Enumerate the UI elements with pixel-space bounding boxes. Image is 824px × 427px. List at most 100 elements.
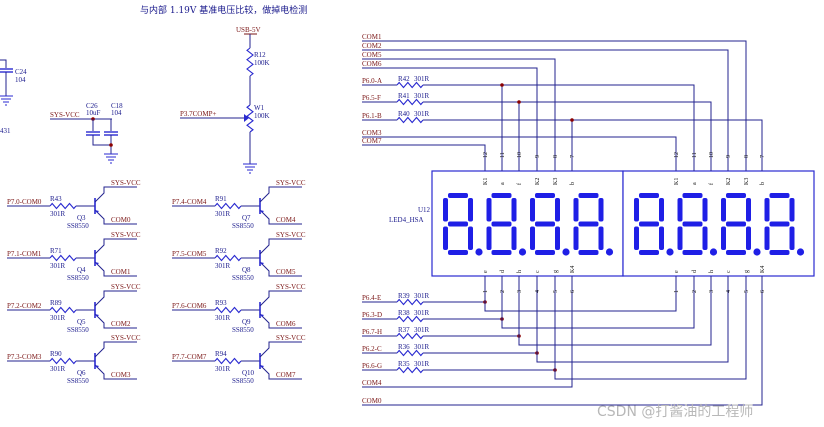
bottom-pin-number: 4 <box>726 290 732 293</box>
junction-dot <box>517 100 521 104</box>
seven-segment <box>639 193 659 198</box>
top-pin-name: f <box>708 183 715 185</box>
driver-output-label: COM3 <box>111 371 131 379</box>
driver-vcc-label: SYS-VCC <box>276 283 306 291</box>
net-resistor-value: 301R <box>414 92 430 100</box>
net-resistor <box>396 98 424 106</box>
driver-resistor-value: 301R <box>215 262 231 270</box>
driver-resistor <box>214 202 242 210</box>
top-pin-name: K2 <box>726 178 732 185</box>
seven-segment <box>535 193 555 198</box>
bottom-pin-number: 5 <box>744 290 750 293</box>
junction-dot <box>570 118 574 122</box>
seven-segment <box>535 250 555 255</box>
net-label: P6.3-D <box>362 311 382 319</box>
supply-net-label: USB-5V <box>236 26 261 34</box>
bottom-pin-number: 2 <box>500 290 506 293</box>
wire <box>501 296 695 329</box>
wire <box>362 296 573 388</box>
seven-segment <box>491 250 512 255</box>
seven-segment <box>486 198 492 222</box>
driver-output-label: COM6 <box>276 320 296 328</box>
driver-resistor-ref: R90 <box>50 350 62 358</box>
wire <box>0 59 7 68</box>
driver-resistor <box>49 202 77 210</box>
driver-resistor-ref: R94 <box>215 350 227 358</box>
driver-resistor-value: 301R <box>215 365 231 373</box>
wire <box>362 58 556 146</box>
driver-resistor-value: 301R <box>215 314 231 322</box>
top-pin-name: f <box>516 183 523 185</box>
bottom-pin-number: 2 <box>692 290 698 293</box>
decimal-point <box>753 248 761 256</box>
seven-segment <box>491 221 512 227</box>
net-resistor-ref: R41 <box>398 92 410 100</box>
net-label: COM1 <box>362 33 382 41</box>
net-resistor-value: 301R <box>414 326 430 334</box>
seven-segment <box>578 250 599 255</box>
emitter-wire <box>259 209 302 225</box>
transistor-ref: Q10 <box>242 369 255 377</box>
w1-ref: W1 <box>254 104 265 112</box>
top-pin-number: 11 <box>500 152 506 158</box>
seven-segment <box>659 198 664 222</box>
seven-segment <box>530 198 535 222</box>
top-pin-number: 8 <box>553 155 559 158</box>
seven-segment <box>578 221 599 227</box>
seven-segment <box>573 226 579 250</box>
driver-resistor <box>49 306 77 314</box>
transistor-ref: Q9 <box>242 318 251 326</box>
transistor-part: SS8550 <box>232 326 254 334</box>
seven-segment <box>677 198 683 222</box>
net-resistor-value: 301R <box>414 110 430 118</box>
seven-segment <box>721 226 726 250</box>
seven-segment <box>634 198 639 222</box>
driver-resistor <box>49 357 77 365</box>
w1-potentiometer <box>246 104 254 133</box>
bottom-pin-name: e <box>674 270 680 273</box>
seven-segment <box>573 198 579 222</box>
r12-ref: R12 <box>254 51 266 59</box>
seven-segment <box>764 226 770 250</box>
bottom-pin-name: h <box>517 270 523 273</box>
seven-segment <box>682 193 703 198</box>
transistor-ref: Q8 <box>242 266 251 274</box>
pnp-arrow-icon <box>95 365 99 368</box>
seven-segment <box>598 226 604 250</box>
pnp-arrow-icon <box>95 262 99 265</box>
seven-segment <box>634 226 639 250</box>
net-resistor <box>396 315 424 323</box>
bottom-pin-number: 6 <box>760 290 766 293</box>
collector-wire <box>94 186 137 203</box>
transistor-part: SS8550 <box>67 222 89 230</box>
net-resistor-ref: R36 <box>398 343 410 351</box>
net-resistor <box>396 116 424 124</box>
r12-value: 100K <box>254 59 270 67</box>
wire <box>423 101 712 146</box>
driver-vcc-label: SYS-VCC <box>111 283 141 291</box>
seven-segment <box>511 226 517 250</box>
transistor-part: SS8550 <box>232 222 254 230</box>
seven-segment <box>598 198 604 222</box>
top-pin-name: K3 <box>553 178 559 185</box>
top-pin-name: K3 <box>744 178 750 185</box>
driver-input-label: P7.7-COM7 <box>172 353 207 361</box>
emitter-wire <box>94 261 137 277</box>
top-pin-name: K2 <box>535 178 541 185</box>
collector-wire <box>94 341 137 358</box>
emitter-wire <box>94 313 137 329</box>
comp-net-label: P3.7COMP+ <box>180 110 216 118</box>
seven-segment <box>746 226 751 250</box>
r12-resistor <box>246 47 254 77</box>
net-resistor <box>396 81 424 89</box>
bottom-pin-number: 3 <box>517 290 523 293</box>
driver-input-label: P7.2-COM2 <box>7 302 42 310</box>
seven-segment <box>448 250 468 255</box>
top-pin-name: a <box>500 182 506 185</box>
top-pin-number: 7 <box>570 155 576 158</box>
driver-resistor <box>49 254 77 262</box>
junction-dot <box>500 83 504 87</box>
driver-input-label: P7.3-COM3 <box>7 353 42 361</box>
transistor-part: SS8550 <box>67 326 89 334</box>
